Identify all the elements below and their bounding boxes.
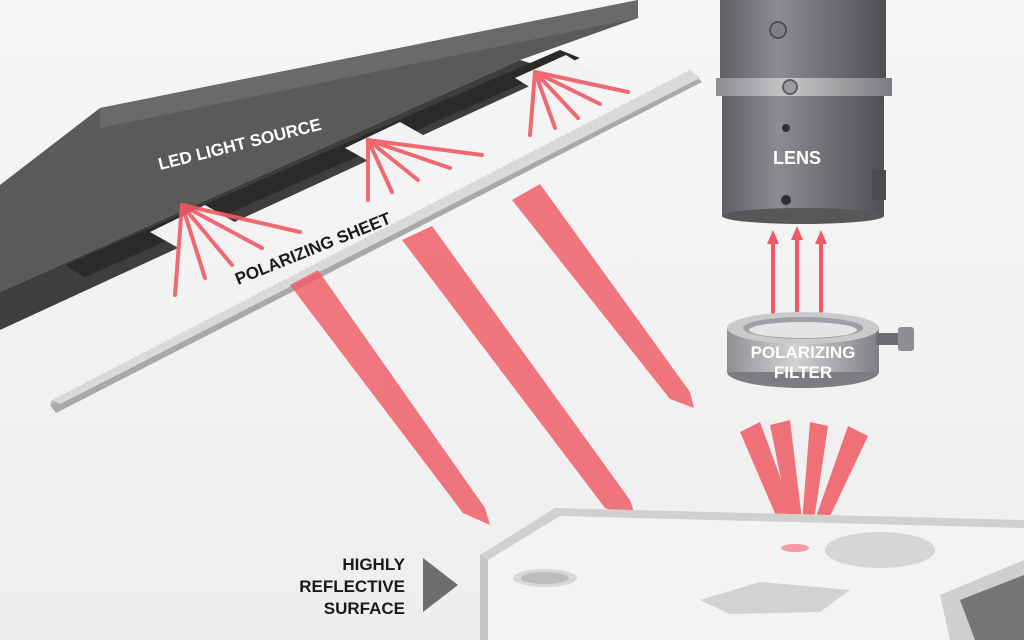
led-light-source	[0, 0, 638, 330]
polarizing-filter-label-line2: FILTER	[774, 363, 832, 382]
polarizing-sheet	[50, 68, 702, 413]
lens	[716, 0, 892, 224]
lens-screw	[782, 124, 790, 132]
ray-arrowheads	[767, 226, 827, 244]
polarized-beam	[402, 226, 636, 518]
polarized-beams	[290, 184, 694, 525]
polarized-beam	[290, 270, 490, 525]
reflective-surface	[480, 508, 1024, 640]
led-window	[150, 205, 252, 258]
surface-pointer-arrow	[423, 558, 458, 612]
lens-screw	[769, 21, 787, 39]
led-ray-fans	[173, 70, 630, 297]
surface-label-line1: HIGHLY	[342, 555, 405, 574]
ray-fan	[173, 203, 302, 297]
lens-screw	[782, 79, 798, 95]
surface-label-line2: REFLECTIVE	[299, 577, 405, 596]
lens-screw	[781, 195, 791, 205]
surface-label-line3: SURFACE	[324, 599, 405, 618]
polarizing-filter-label-line1: POLARIZING	[751, 343, 856, 362]
ray-fan	[528, 70, 630, 137]
ray-fan	[366, 138, 484, 202]
lens-label: LENS	[773, 148, 821, 168]
polarizing-filter	[727, 312, 914, 388]
polarized-beam	[512, 184, 694, 408]
